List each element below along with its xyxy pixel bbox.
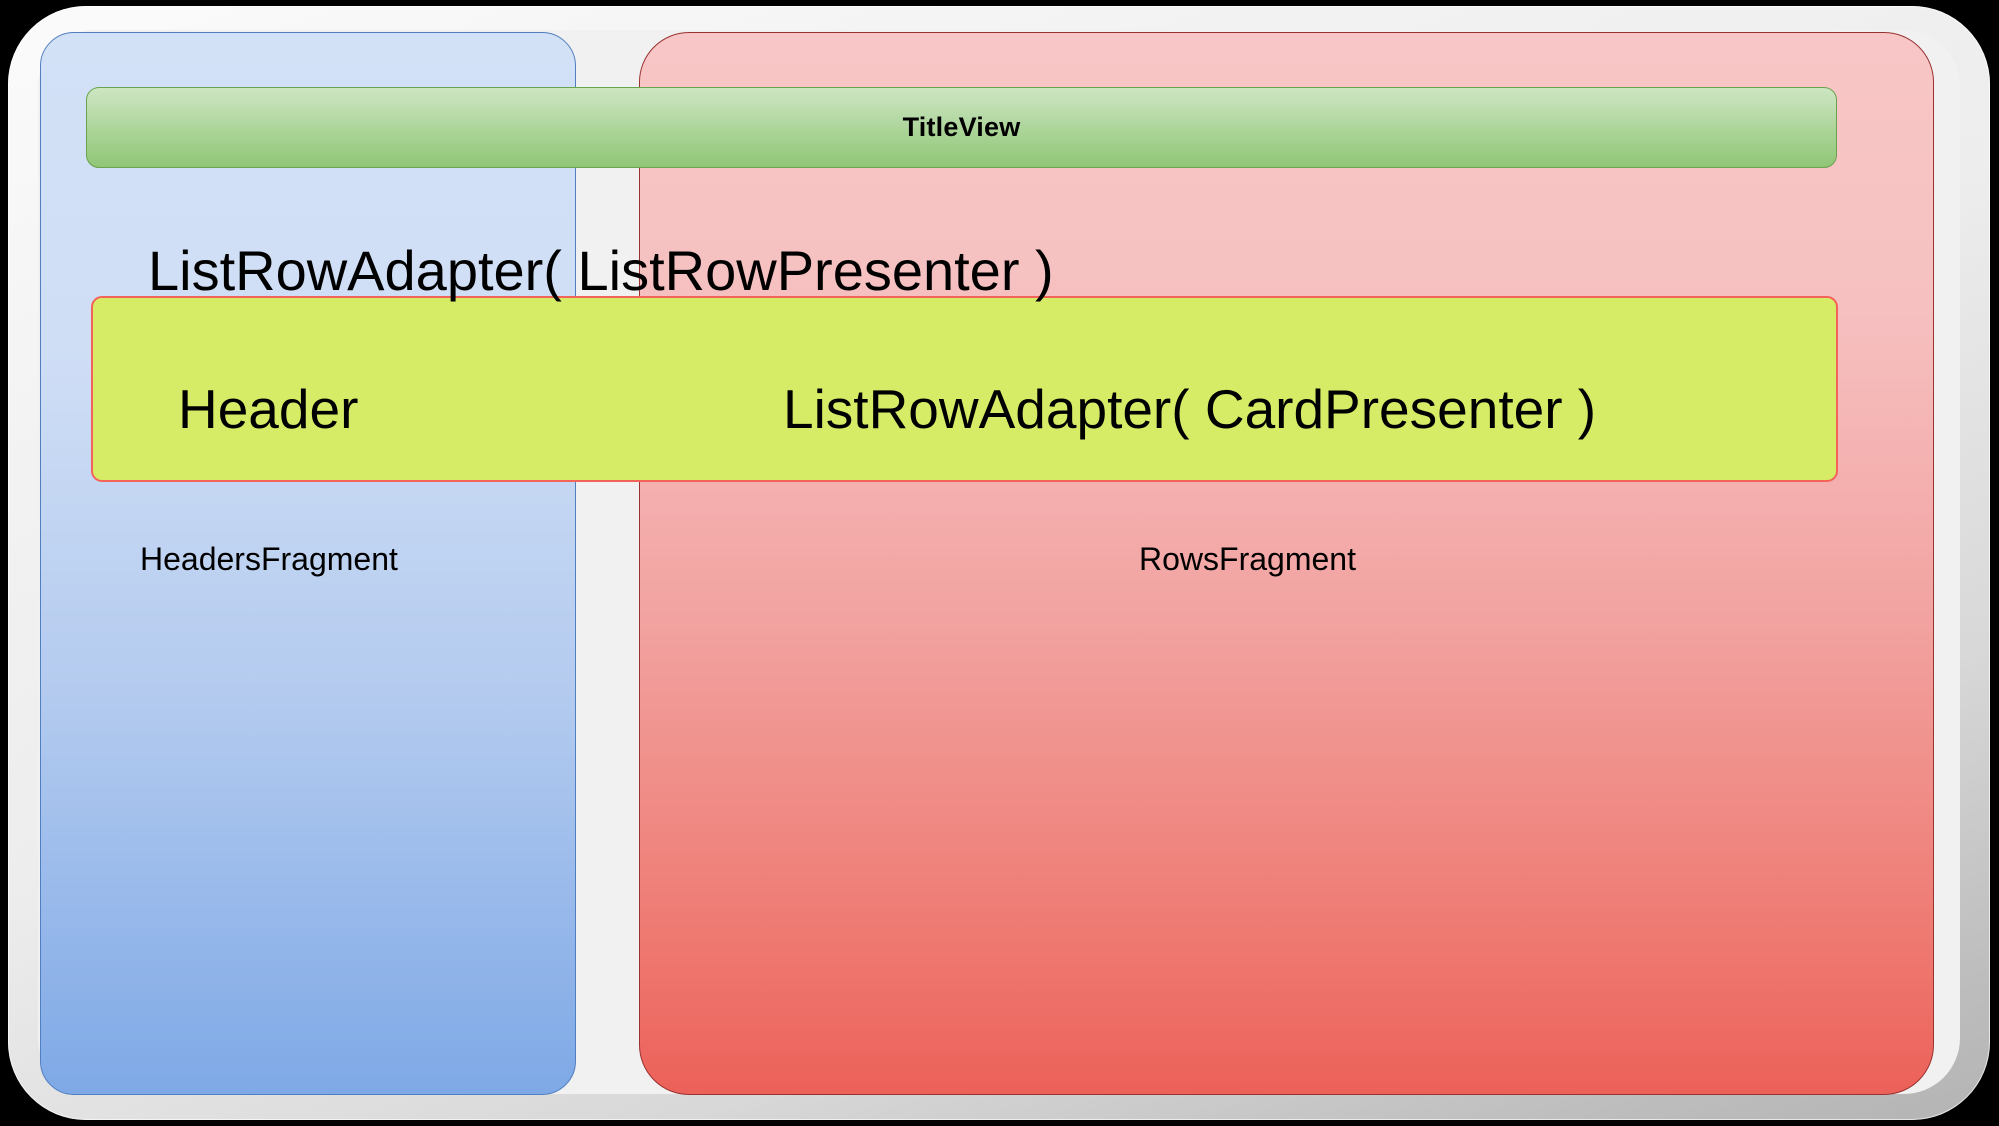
header-cell-label: Header: [178, 378, 359, 440]
headers-fragment-panel[interactable]: [40, 32, 576, 1095]
rows-fragment-panel[interactable]: [639, 32, 1934, 1095]
title-view-label: TitleView: [902, 112, 1021, 142]
title-view-bar[interactable]: TitleView: [86, 87, 1837, 168]
list-row-adapter-box[interactable]: [91, 296, 1838, 482]
list-row-adapter-presenter-label: ListRowAdapter( ListRowPresenter ): [148, 239, 1054, 302]
headers-fragment-label: HeadersFragment: [140, 541, 398, 577]
card-presenter-cell-label: ListRowAdapter( CardPresenter ): [783, 378, 1597, 440]
rows-fragment-label: RowsFragment: [1139, 541, 1356, 577]
